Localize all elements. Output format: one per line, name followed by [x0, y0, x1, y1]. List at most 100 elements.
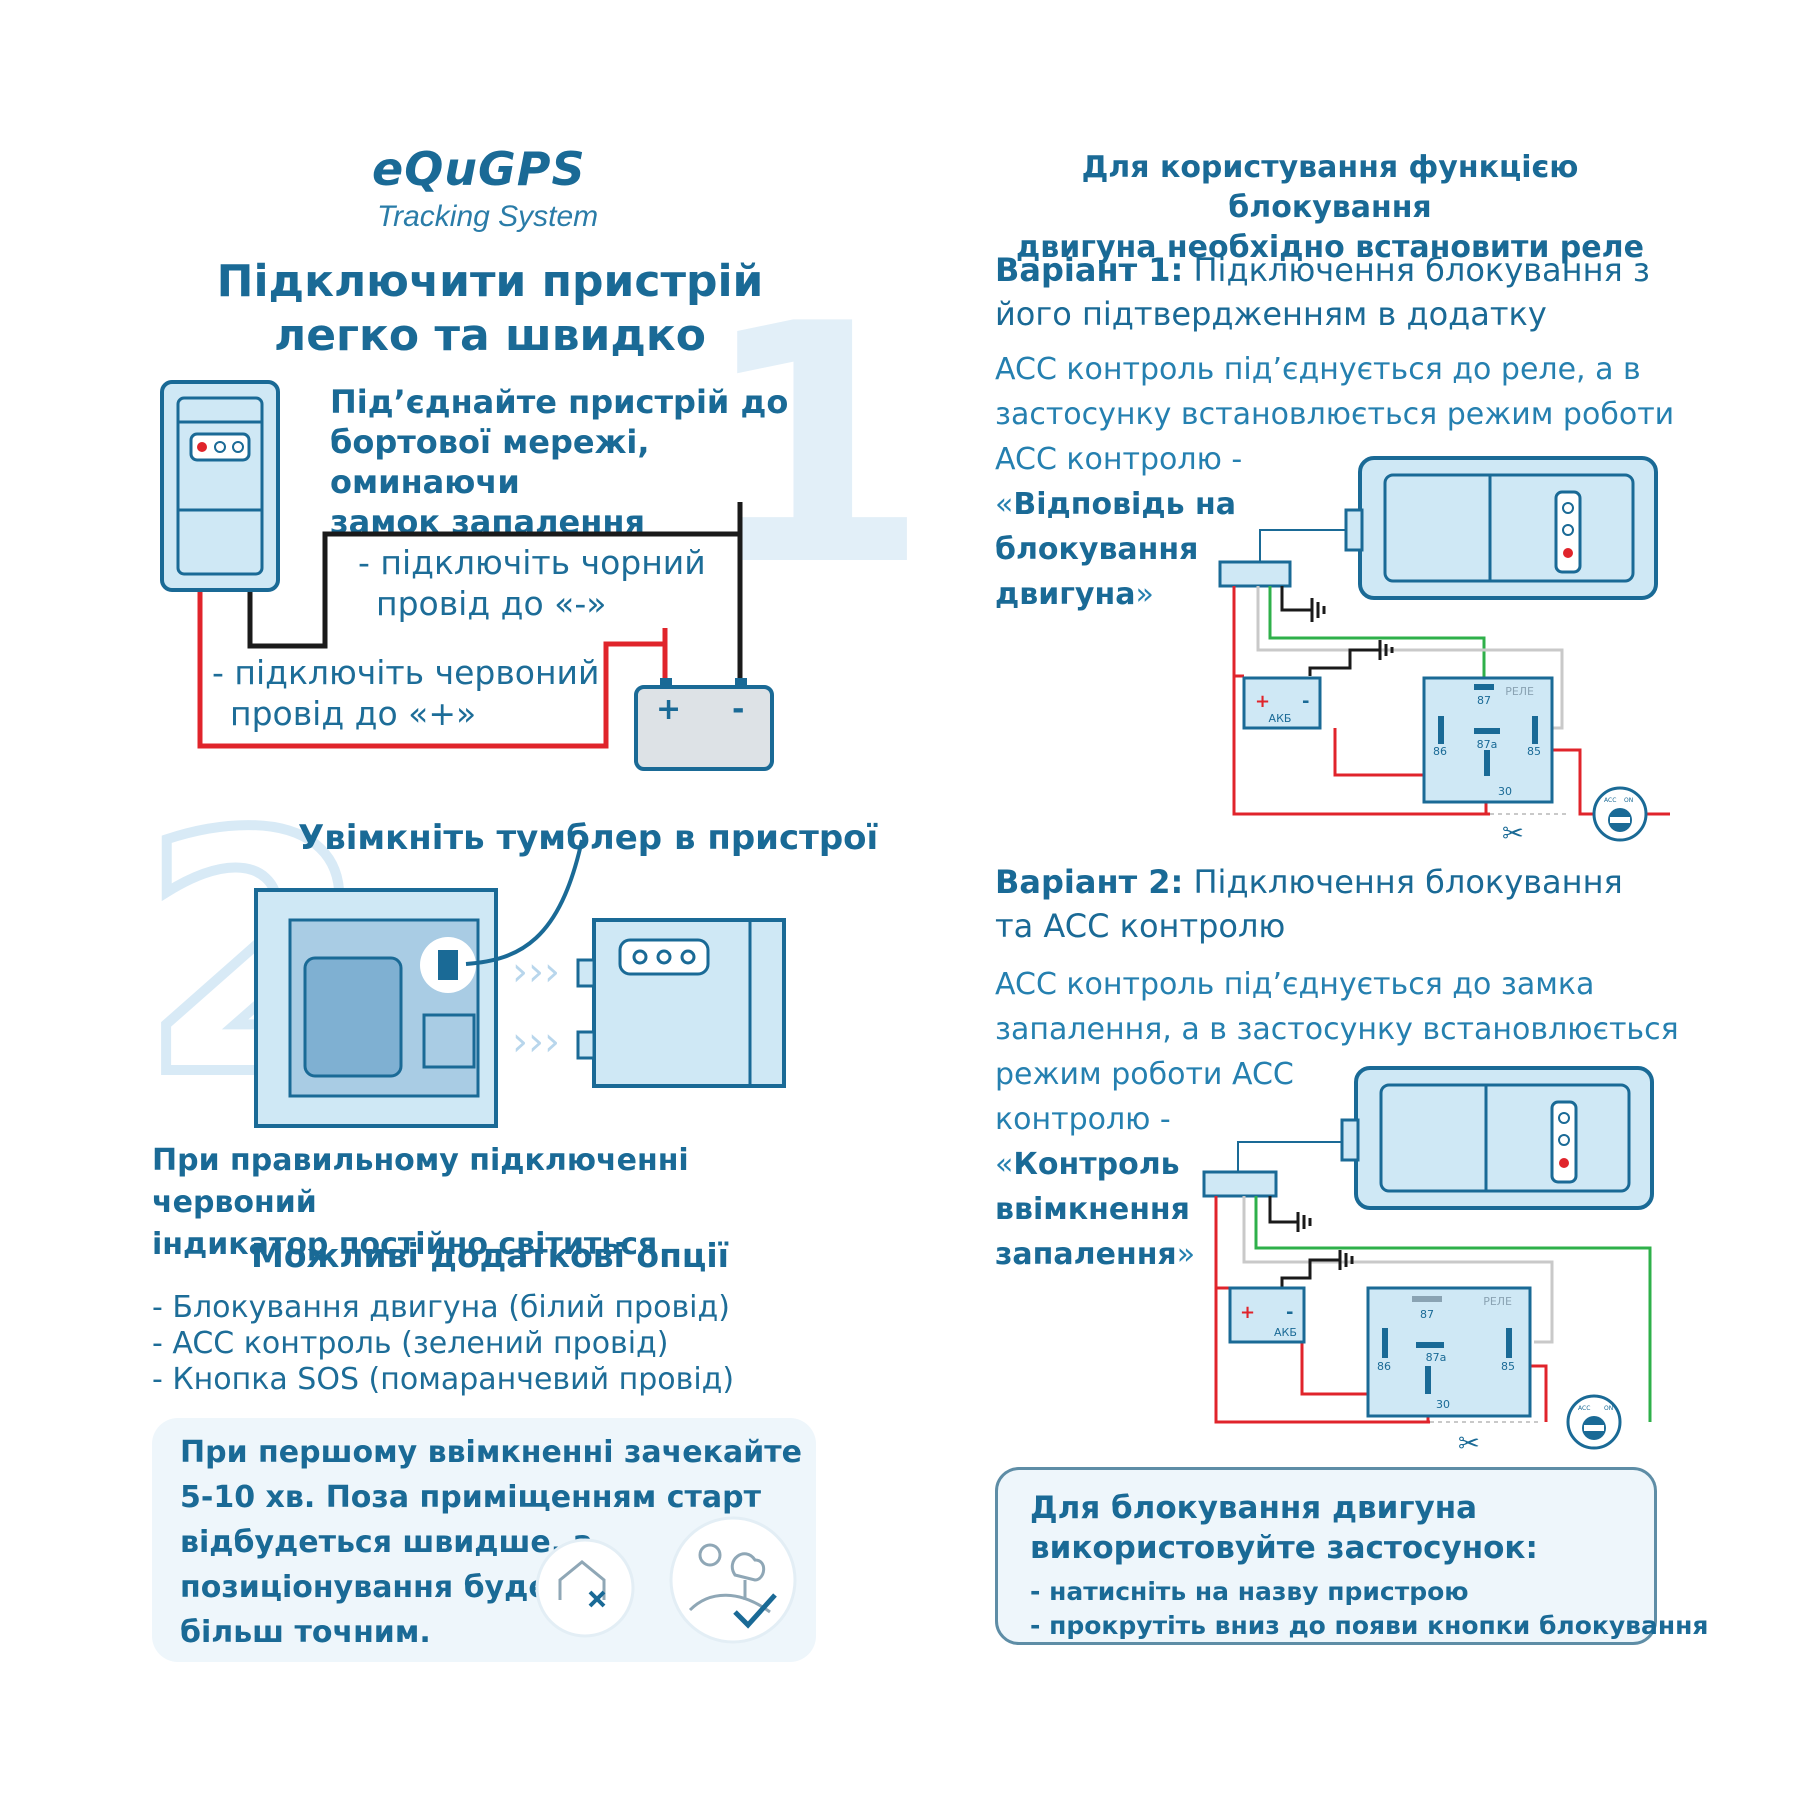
- variant2-relay-diagram: + - АКБ РЕЛЕ 87 86 85 87a 30 ✂ ACC ON: [1202, 1066, 1654, 1459]
- tip-icons: [535, 1516, 797, 1644]
- variant1-desc-line1: ACC контроль під’єднується до реле, а в: [995, 352, 1641, 387]
- step1-line1: Під’єднайте пристрій до: [330, 383, 789, 421]
- black-wire-note-line2: провід до «-»: [376, 584, 607, 623]
- pin-85-label: 85: [1501, 1360, 1515, 1373]
- app-step-2: - прокрутіть вниз до появи кнопки блокув…: [1030, 1611, 1709, 1640]
- house-cross-icon: [558, 1560, 606, 1608]
- black-wire-note: - підключіть чорний провід до «-»: [358, 542, 706, 624]
- variant2-title-line2: та ACC контролю: [995, 907, 1286, 945]
- variant1-desc-line2: застосунку встановлюється режим роботи: [995, 397, 1675, 432]
- indicator-note-line1: При правильному підключенні червоний: [152, 1143, 689, 1220]
- relay-label: РЕЛЕ: [1483, 1295, 1512, 1308]
- option-item: - ACC контроль (зелений провід): [152, 1326, 669, 1361]
- battery-label: АКБ: [1269, 712, 1292, 725]
- indicator-note-line2: індикатор постійно світиться: [152, 1227, 658, 1262]
- variant1-relay-diagram: + - АКБ РЕЛЕ 87 86 85 87a 30 ✂ ACC ON: [1218, 456, 1670, 849]
- gps-device: [160, 380, 280, 592]
- brand-subtitle: Tracking System: [377, 200, 599, 233]
- green-wire: [1268, 586, 1486, 678]
- tip-line1: При першому ввімкненні зачекайте: [180, 1435, 802, 1470]
- pin-85-label: 85: [1527, 745, 1541, 758]
- wire-connector: [1202, 1170, 1278, 1198]
- quote-open: «: [995, 1147, 1014, 1182]
- app-instructions-title: Для блокування двигуна використовуйте за…: [1030, 1488, 1630, 1568]
- options-list: - Блокування двигуна (білий провід) - AC…: [152, 1290, 734, 1398]
- svg-text:+: +: [1255, 691, 1270, 712]
- app-instructions-steps: - натисніть на назву пристрою - прокруті…: [1030, 1575, 1708, 1643]
- step2-title: Увімкніть тумблер в пристрої: [298, 818, 879, 858]
- pin-86-label: 86: [1377, 1360, 1391, 1373]
- arrow-right-icon: ›››: [512, 949, 560, 995]
- variant2-label: Варіант 2:: [995, 863, 1184, 901]
- page-title-line2: легко та швидко: [273, 310, 706, 361]
- app-title-line1: Для блокування двигуна: [1030, 1490, 1478, 1526]
- pin-87-label: 87: [1420, 1308, 1434, 1321]
- tip-line5: більш точним.: [180, 1615, 431, 1650]
- app-title-line2: використовуйте застосунок:: [1030, 1530, 1538, 1566]
- page-title-line1: Підключити пристрій: [216, 256, 764, 307]
- step1-line2: бортової мережі, оминаючи: [330, 423, 650, 501]
- tip-line3: відбудеться швидше, а: [180, 1525, 593, 1560]
- svg-text:-: -: [1302, 691, 1309, 712]
- relay: [1366, 1286, 1532, 1418]
- gps-device-horizontal: [1358, 456, 1658, 600]
- white-wire: [1242, 1196, 1554, 1344]
- variant1-description: ACC контроль під’єднується до реле, а в …: [995, 347, 1695, 617]
- app-instructions-box: [995, 1467, 1657, 1645]
- svg-text:ACC: ACC: [1604, 797, 1616, 804]
- red-wire-note-line1: - підключіть червоний: [212, 653, 600, 692]
- svg-text:+: +: [1240, 1302, 1255, 1323]
- pin-86-label: 86: [1433, 745, 1447, 758]
- ground-icon: [1310, 598, 1326, 622]
- black-wire-note-line1: - підключіть чорний: [358, 543, 706, 582]
- variant1-title-rest: Підключення блокування з: [1183, 251, 1650, 289]
- arrow-right-icon: ›››: [512, 1019, 560, 1065]
- battery: [634, 685, 774, 771]
- scissors-icon: ✂: [1458, 1429, 1480, 1459]
- quote-close: »: [1135, 577, 1154, 612]
- variant2-mode-line1: Контроль: [1013, 1147, 1180, 1182]
- relay-requirement-header: Для користування функцією блокування дви…: [990, 148, 1670, 268]
- pin-30-label: 30: [1436, 1398, 1450, 1411]
- svg-text:ON: ON: [1624, 797, 1633, 804]
- variant1-desc-line3: ACC контролю -: [995, 442, 1243, 477]
- battery-plus-label: +: [656, 692, 681, 727]
- relay: [1422, 676, 1554, 804]
- white-wire: [1256, 586, 1564, 730]
- ignition-icon: ACC ON: [1566, 1394, 1622, 1450]
- scissors-icon: ✂: [1502, 819, 1524, 849]
- svg-text:ON: ON: [1604, 1405, 1613, 1412]
- variant2-desc-line1: ACC контроль під’єднується до замка: [995, 967, 1595, 1002]
- pin-87-label: 87: [1477, 694, 1491, 707]
- callout-line: [465, 839, 584, 966]
- indicator-note: При правильному підключенні червоний інд…: [152, 1140, 832, 1266]
- ground-icon: [1296, 1212, 1312, 1232]
- svg-text:-: -: [1286, 1302, 1293, 1323]
- variant2-mode-line2: ввімкнення: [995, 1192, 1190, 1227]
- variant2-title: Варіант 2: Підключення блокування та ACC…: [995, 860, 1695, 948]
- variant2-desc-line3: режим роботи ACC: [995, 1057, 1294, 1092]
- variant1-mode-line2: блокування: [995, 532, 1199, 567]
- relay-label: РЕЛЕ: [1505, 685, 1534, 698]
- variant2-description: ACC контроль під’єднується до замка запа…: [995, 962, 1695, 1277]
- car-battery: [1228, 1286, 1306, 1344]
- battery-pack: [303, 956, 403, 1078]
- step1-wiring-diagram: + -: [160, 380, 774, 771]
- pin-30-label: 30: [1498, 785, 1512, 798]
- gps-device-horizontal: [1354, 1066, 1654, 1210]
- relay-header-line2: двигуна необхідно встановити реле: [1016, 230, 1644, 265]
- tip-line4: позиціонування буде: [180, 1570, 549, 1605]
- variant1-mode-line1: Відповідь на: [1013, 487, 1236, 522]
- variant2-desc-line4: контролю -: [995, 1102, 1171, 1137]
- variant2-desc-line2: запалення, а в застосунку встановлюється: [995, 1012, 1679, 1047]
- battery-minus-label: -: [732, 692, 744, 727]
- ground-icon: [1338, 1250, 1354, 1270]
- quote-open: «: [995, 487, 1014, 522]
- option-item: - Блокування двигуна (білий провід): [152, 1290, 730, 1325]
- variant1-label: Варіант 1:: [995, 251, 1184, 289]
- outdoor-check-icon: [688, 1543, 777, 1629]
- variant2-title-rest: Підключення блокування: [1183, 863, 1623, 901]
- options-title: Можливі додаткові опції: [250, 1236, 729, 1275]
- variant2-mode-line3: запалення: [995, 1237, 1177, 1272]
- toggle-switch: [438, 950, 458, 980]
